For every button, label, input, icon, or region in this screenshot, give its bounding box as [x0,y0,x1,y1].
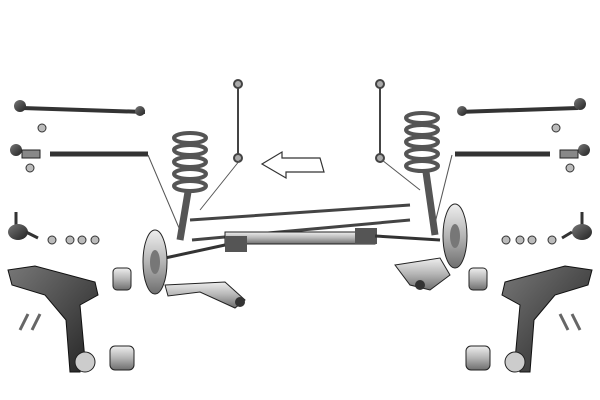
tie-rod-end-right-top [457,98,586,116]
coil-spring-right [404,111,440,173]
strut-left [176,191,192,241]
arrow-up-icon [260,150,325,180]
brake-disc-left [142,229,168,295]
stabilizer-link-right [375,79,385,163]
coil-spring-left [172,131,208,193]
leader-lines [147,154,453,236]
stabilizer-link-left [233,79,243,163]
ball-joint-left [8,212,39,240]
brake-disc-right [442,203,468,269]
control-arm-right [465,265,593,373]
steering-rack [164,228,441,260]
lower-arm-assembly-left [164,281,246,309]
tie-rod-right-bottom [455,144,590,159]
nuts [25,123,575,245]
tie-rod-left-bottom [10,144,148,159]
control-arm-left [7,265,135,373]
ball-joint-right [561,212,592,240]
strut-right [422,171,439,236]
tie-rod-end-left-top [14,100,146,116]
lower-arm-assembly-right [394,257,451,291]
